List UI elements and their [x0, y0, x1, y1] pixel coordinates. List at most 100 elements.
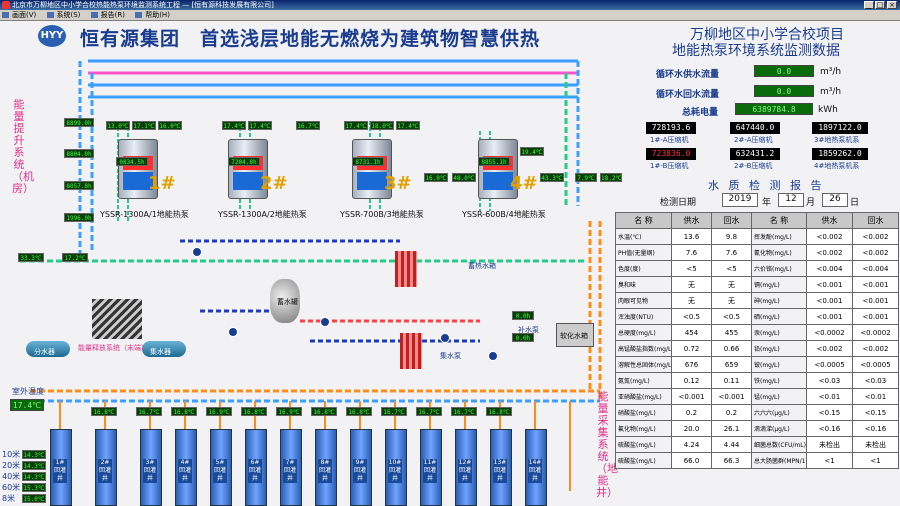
maximize-button[interactable]: □ — [875, 1, 885, 9]
depth-label: 20米 — [2, 461, 21, 470]
param-name-cell: 镉(mg/L) — [751, 276, 807, 293]
depth-temp: 14.3℃ — [22, 472, 46, 481]
param-name-cell: 高锰酸盐指数(mg/L) — [615, 340, 672, 357]
col-header: 供水 — [806, 212, 853, 229]
param-value-cell: 4.44 — [711, 436, 752, 453]
report-icon — [90, 12, 98, 18]
plate-exchanger-2[interactable] — [400, 333, 422, 369]
param-value-cell: 0.72 — [671, 340, 712, 357]
temp-display: 7.9℃ — [575, 173, 597, 182]
param-value-cell: 454 — [671, 324, 712, 341]
table-row: 肉眼可见物无无砷(mg/L)<0.001<0.001 — [615, 292, 899, 309]
depth-label: 8米 — [2, 494, 16, 503]
pump-icon[interactable] — [488, 351, 498, 361]
heat-pump-3[interactable]: 开 — [352, 139, 392, 199]
pump-1-name: YSSR-1300A/1地能热泵 — [100, 210, 189, 219]
menu-view[interactable]: 画面(V) — [0, 10, 42, 20]
param-value-cell: <0.001 — [806, 292, 853, 309]
param-name-cell: PH值(无量纲) — [615, 244, 672, 261]
report-month[interactable]: 12 — [778, 193, 804, 207]
pump-icon[interactable] — [192, 247, 202, 257]
well-temp-display: 16.7℃ — [381, 407, 407, 416]
param-name-cell: 水温(℃) — [615, 228, 672, 245]
param-value-cell: 7.6 — [671, 244, 712, 261]
pump-2-hours: 7204.8h — [228, 157, 260, 166]
pump-3-name: YSSR-700B/3地能热泵 — [340, 210, 424, 219]
well-temp-display: 16.9℃ — [276, 407, 302, 416]
close-button[interactable]: × — [887, 1, 897, 9]
report-day[interactable]: 26 — [822, 193, 848, 207]
report-day-unit: 日 — [850, 198, 860, 208]
param-name-cell: 亚硝酸盐(mg/L) — [615, 388, 672, 405]
menu-help[interactable]: 帮助(H) — [133, 10, 176, 20]
param-name-cell: 硒(mg/L) — [751, 308, 807, 325]
col-header: 名 称 — [615, 212, 672, 229]
pump-4-name: YSSR-600B/4地能热泵 — [462, 210, 546, 219]
param-value-cell: 0.2 — [671, 404, 712, 421]
param-value-cell: <0.15 — [806, 404, 853, 421]
pump-icon[interactable] — [228, 327, 238, 337]
param-value-cell: 0.12 — [671, 372, 712, 389]
param-value-cell: <5 — [711, 260, 752, 277]
power-value: 6389784.8 — [735, 103, 813, 115]
plate-exchanger-1[interactable] — [395, 251, 417, 287]
depth-label: 60米 — [2, 483, 21, 492]
col-header: 回水 — [852, 212, 899, 229]
collect-pump-label: 集水泵 — [440, 352, 461, 360]
menu-report[interactable]: 报告(R) — [89, 10, 131, 20]
pump-body — [483, 172, 513, 190]
side-label-right: 能量采集系统（地能井） — [596, 390, 618, 499]
temp-display: 17.2℃ — [62, 253, 88, 262]
collector-tank[interactable] — [142, 341, 186, 357]
param-value-cell: <0.0005 — [806, 356, 853, 373]
param-name-cell: 铍(mg/L) — [751, 356, 807, 373]
terminal-label: 能量释放系统（末端） — [78, 344, 148, 352]
pump-body — [233, 172, 263, 190]
param-value-cell: <0.002 — [806, 340, 853, 357]
supply-flow-value: 0.0 — [754, 65, 814, 77]
report-year[interactable]: 2019 — [722, 193, 758, 207]
well-temp-display: 16.8℃ — [311, 407, 337, 416]
well-temp-display: 16.7℃ — [451, 407, 477, 416]
param-name-cell: 溶解性总固体(mg/L) — [615, 356, 672, 373]
menu-system[interactable]: 系统(S) — [45, 10, 87, 20]
param-name-cell: 汞(mg/L) — [751, 324, 807, 341]
param-value-cell: <0.002 — [806, 228, 853, 245]
param-value-cell: <0.002 — [852, 340, 899, 357]
minimize-button[interactable]: _ — [864, 1, 874, 9]
param-name-cell: 氨氮(mg/L) — [615, 372, 672, 389]
depth-label: 10米 — [2, 450, 21, 459]
param-value-cell: <0.004 — [852, 260, 899, 277]
well-label: 11#回灌井 — [423, 459, 437, 483]
param-value-cell: 13.6 — [671, 228, 712, 245]
side-label-left: 能量提升系统（机房） — [12, 98, 34, 195]
param-value-cell: <0.001 — [806, 276, 853, 293]
pump-icon[interactable] — [440, 333, 450, 343]
param-value-cell: <0.002 — [806, 244, 853, 261]
param-name-cell: 滴滴涕(μg/L) — [751, 420, 807, 437]
param-name-cell: 硝酸盐(mg/L) — [615, 404, 672, 421]
return-flow-unit: m³/h — [820, 87, 842, 97]
param-value-cell: <0.03 — [852, 372, 899, 389]
system-icon — [46, 12, 54, 18]
temp-display: 17.1℃ — [132, 121, 156, 130]
param-value-cell: <0.01 — [806, 388, 853, 405]
storage-tank[interactable] — [270, 279, 300, 323]
storage-tank-label: 蓄水罐 — [277, 298, 298, 306]
param-value-cell: 7.6 — [711, 244, 752, 261]
param-value-cell: <0.001 — [671, 388, 712, 405]
param-value-cell: 455 — [711, 324, 752, 341]
project-title: 万柳地区中小学合校项目 — [690, 27, 844, 43]
splitter-tank[interactable] — [26, 341, 70, 357]
temp-display: 48.0℃ — [452, 173, 476, 182]
pump-icon[interactable] — [320, 317, 330, 327]
table-header-row: 名 称 供水 回水 名 称 供水 回水 — [615, 212, 899, 229]
supply-flow-label: 循环水供水流量 — [656, 70, 720, 80]
well-temp-display: 16.8℃ — [346, 407, 372, 416]
param-value-cell: 4.24 — [671, 436, 712, 453]
temp-display: 16.7℃ — [296, 121, 320, 130]
meter-1b: 723836.0 — [646, 148, 696, 160]
softener-tank[interactable] — [556, 323, 594, 347]
